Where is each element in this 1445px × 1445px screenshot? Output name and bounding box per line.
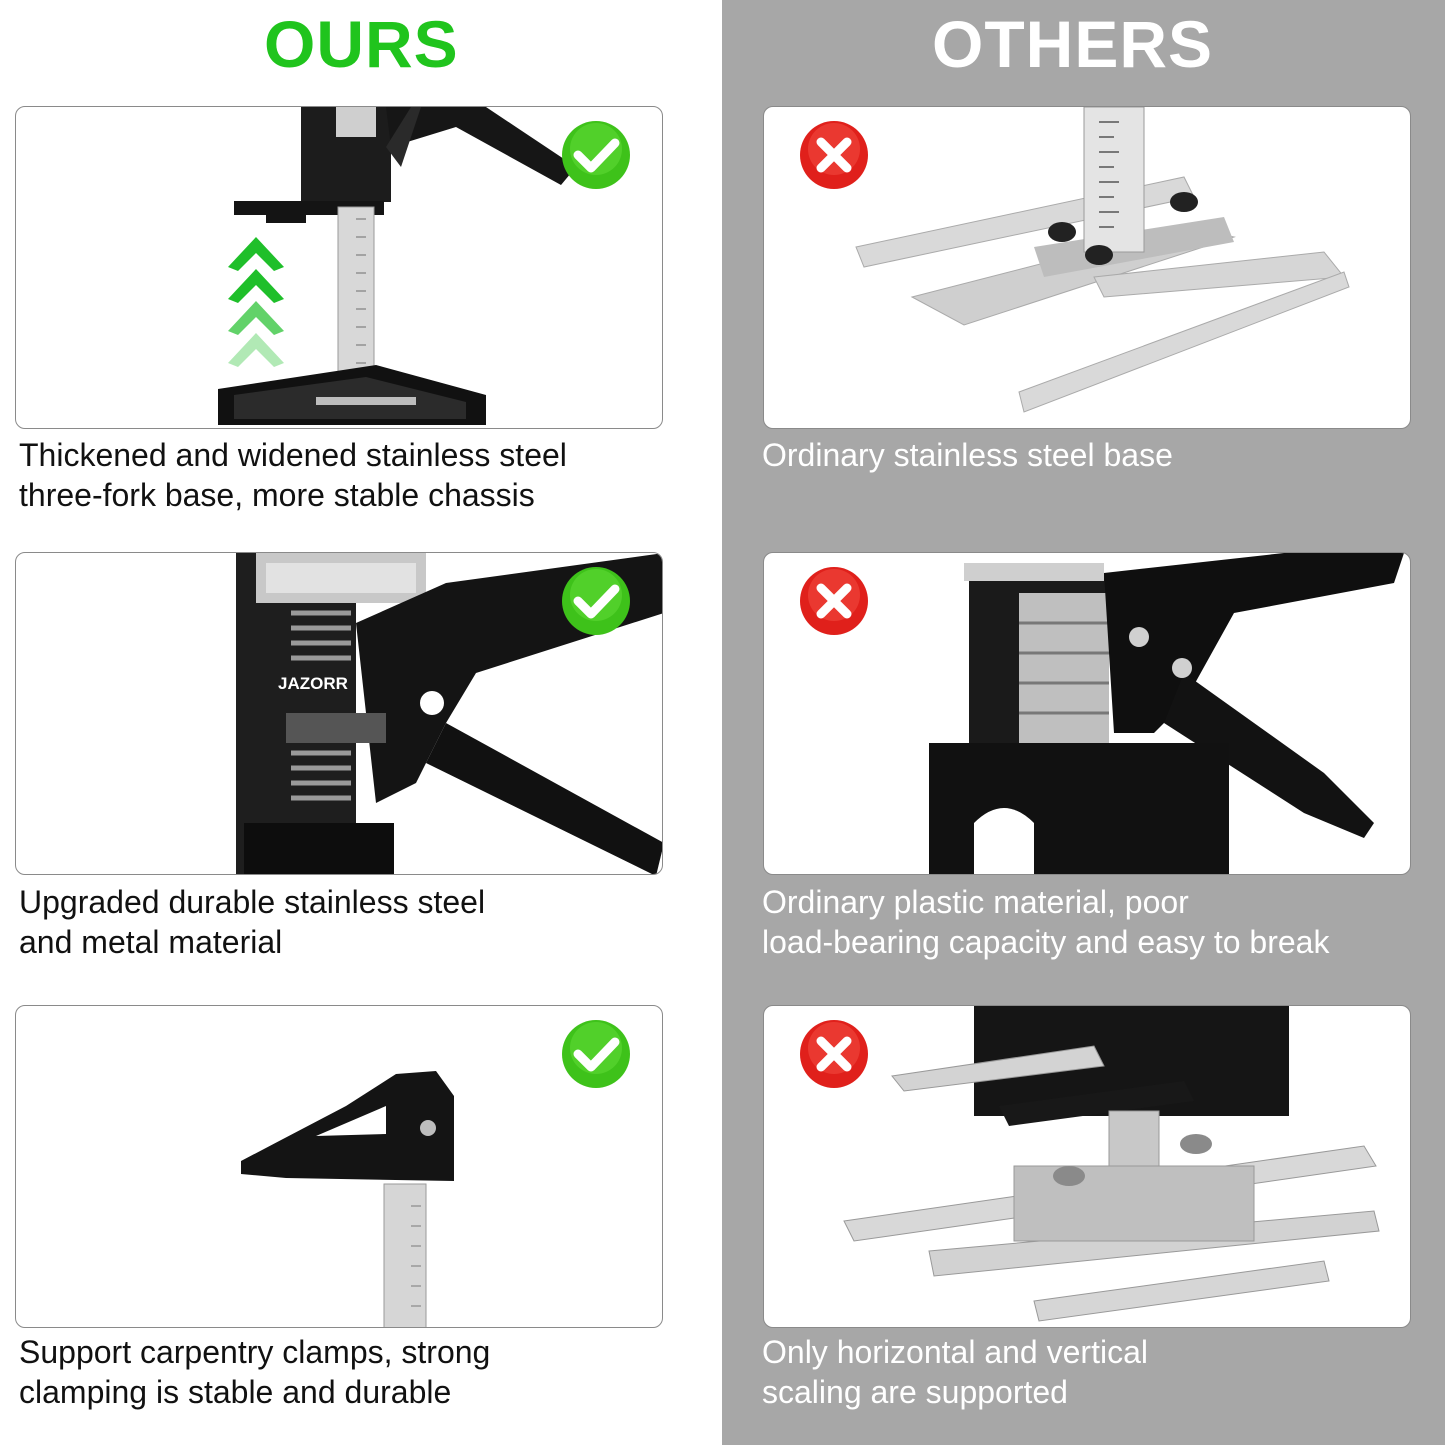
- others-scaling-panel: [763, 1005, 1411, 1328]
- check-icon: [562, 567, 630, 635]
- clamp-attachment-image: [241, 1071, 454, 1327]
- others-column: OTHERS Ordinary stainless ste: [722, 0, 1445, 1445]
- lifter-base-image: [218, 107, 576, 425]
- others-material-panel: [763, 552, 1411, 875]
- ours-base-panel: [15, 106, 663, 429]
- others-caption-3: Only horizontal and vertical scaling are…: [762, 1334, 1148, 1410]
- ours-column: OURS: [0, 0, 722, 1445]
- ours-caption-3: Support carpentry clamps, strong clampin…: [19, 1334, 491, 1410]
- brand-label: JAZORR: [278, 674, 348, 693]
- plastic-lifter-image: [929, 553, 1404, 874]
- ours-material-panel: JAZORR: [15, 552, 663, 875]
- check-icon: [562, 1020, 630, 1088]
- check-icon: [562, 121, 630, 189]
- scaling-base-image: [843, 1006, 1380, 1322]
- ordinary-base-image: [855, 107, 1350, 413]
- ours-clamp-panel: [15, 1005, 663, 1328]
- cross-icon: [800, 567, 868, 635]
- cross-icon: [800, 121, 868, 189]
- ours-caption-1: Thickened and widened stainless steel th…: [19, 437, 567, 513]
- ours-caption-2: Upgraded durable stainless steel and met…: [19, 884, 486, 960]
- others-caption-1: Ordinary stainless steel base: [762, 437, 1173, 473]
- cross-icon: [800, 1020, 868, 1088]
- others-base-panel: [763, 106, 1411, 429]
- others-caption-2: Ordinary plastic material, poor load-bea…: [762, 884, 1330, 960]
